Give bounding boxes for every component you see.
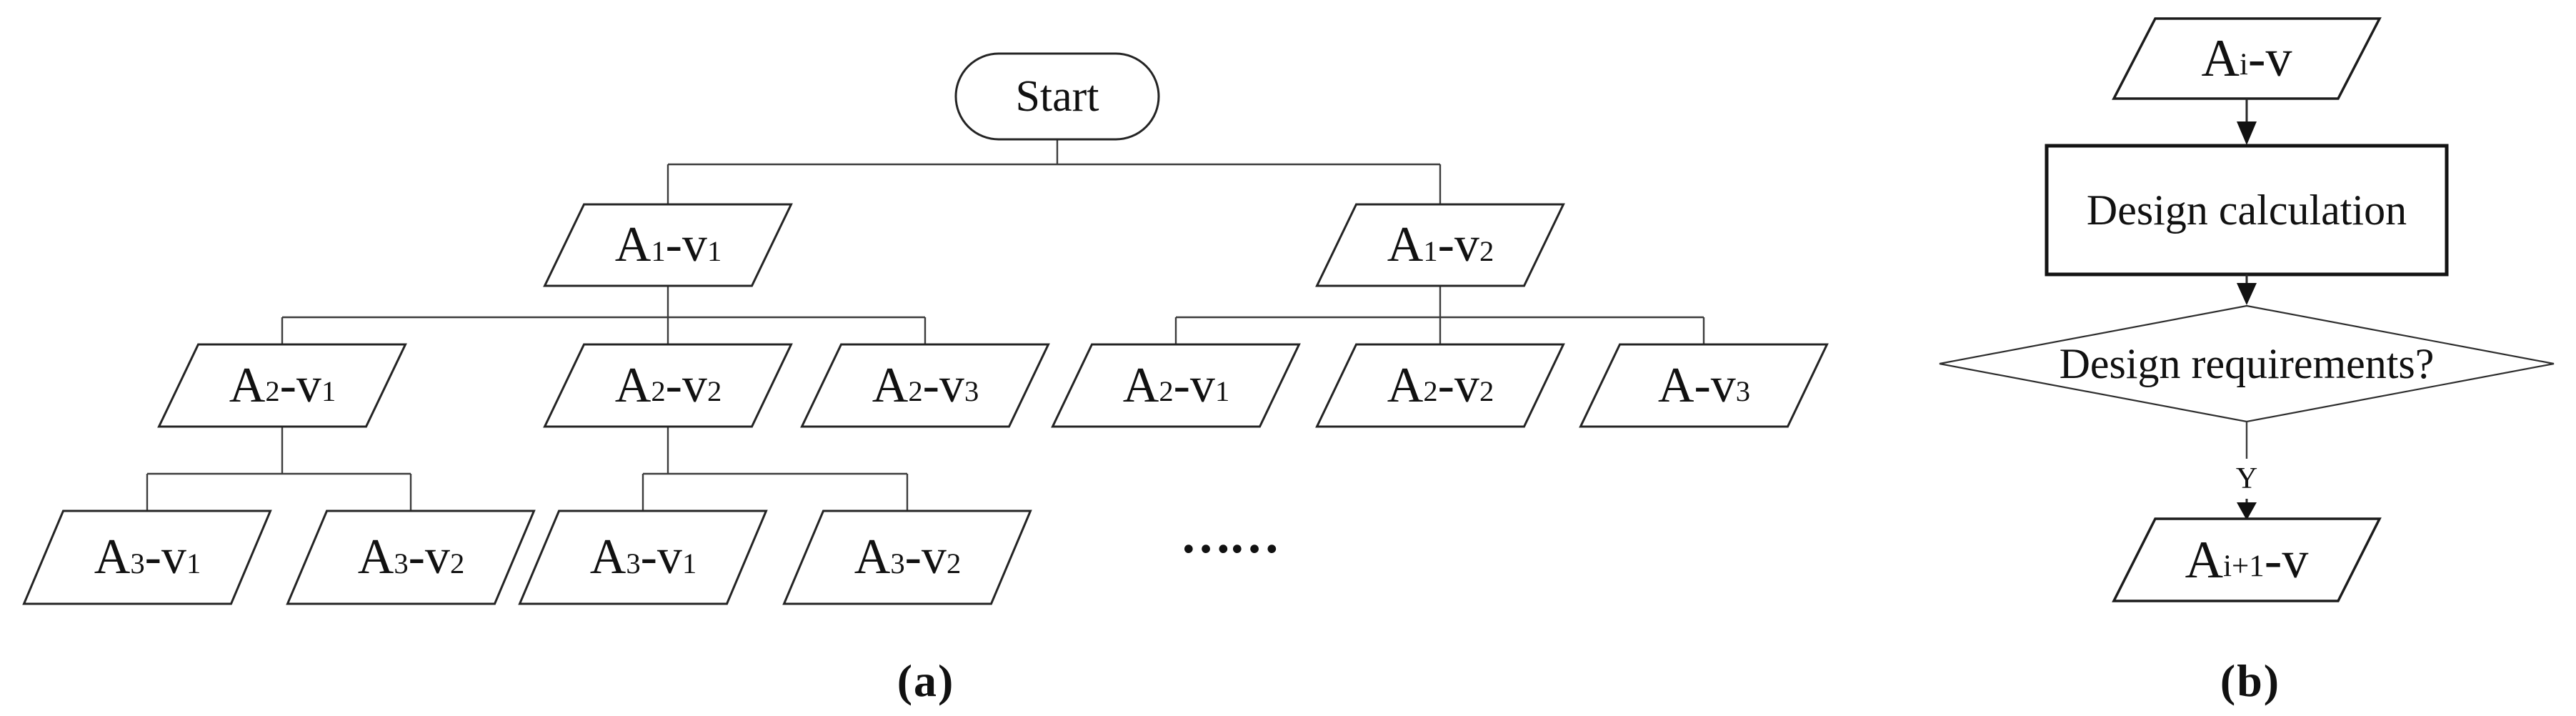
figure-a-caption: (a) xyxy=(897,655,955,706)
node-right-a-v3-shape xyxy=(1579,343,1829,428)
start-node-shape xyxy=(954,52,1160,141)
arrowhead-input-to-process xyxy=(2237,121,2257,145)
figure-b-caption: (b) xyxy=(2220,655,2281,706)
start-node-label: Start xyxy=(1015,72,1099,121)
node-right-a2-v1-shape xyxy=(1051,343,1301,428)
node-a3-v1-left-shape xyxy=(22,509,272,605)
arrowhead-process-to-decision xyxy=(2237,283,2257,305)
node-right-a2-v2-shape xyxy=(1315,343,1565,428)
node-a3-v1-mid-shape xyxy=(518,509,768,605)
node-a3-v2-mid-shape xyxy=(782,509,1032,605)
node-a1-v1-shape xyxy=(543,203,793,287)
process-box-label: Design calculation xyxy=(2086,187,2407,234)
output-parallelogram-shape xyxy=(2112,517,2382,602)
node-a3-v2-left-shape xyxy=(286,509,536,605)
input-parallelogram-shape xyxy=(2112,17,2382,100)
ellipsis-continuation: …… xyxy=(1180,507,1280,564)
yes-branch-label: Y xyxy=(2235,462,2258,495)
tree-connector-lines xyxy=(146,139,1705,511)
node-left-a2-v1-shape xyxy=(157,343,407,428)
decision-diamond-label: Design requirements? xyxy=(2059,340,2435,387)
node-left-a2-v3-shape xyxy=(800,343,1050,428)
node-left-a2-v2-shape xyxy=(543,343,793,428)
arrowhead-decision-to-output xyxy=(2237,502,2257,520)
node-a1-v2-shape xyxy=(1315,203,1565,287)
